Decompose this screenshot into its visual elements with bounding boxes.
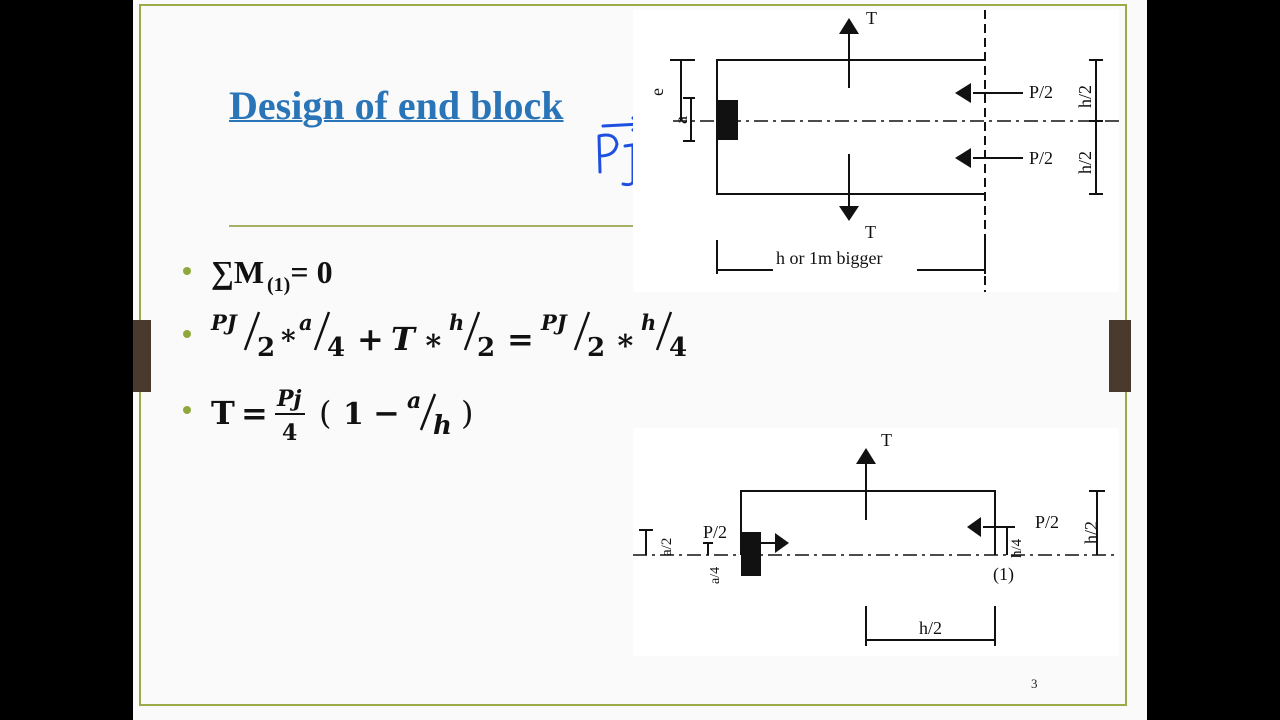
arrowhead [775, 533, 789, 553]
label-section: (1) [993, 564, 1014, 585]
label-dim-a: a [671, 116, 691, 124]
end-block-diagram-2: T P/2 P/2 (1) h/2 a/2 a/4 h/4 h/2 [633, 428, 1119, 656]
eq3-one: 1 [343, 397, 364, 432]
eq2-star2: ∗ [423, 323, 444, 358]
equation-tension: T = Pj 4 ( 1 − a h ) [211, 382, 511, 460]
eq2-term1-numerator: PJ [210, 310, 239, 335]
arrowhead [856, 448, 876, 464]
eq2-star3: ∗ [615, 323, 636, 358]
eq2-plus: + [357, 320, 384, 358]
label-length: h/2 [919, 618, 942, 638]
eq2-term2-denominator: 4 [327, 333, 345, 363]
label-load-top: P/2 [1029, 82, 1053, 102]
equation-moment-balance-svg: PJ 2 * a 4 + T ∗ h 2 = PJ 2 ∗ h 4 [210, 310, 687, 363]
eq3-denominator-h: h [433, 411, 452, 441]
label-dim-a2: a/2 [659, 538, 675, 556]
eq3-fraction-denominator: 4 [282, 420, 297, 446]
anchor-plate [717, 100, 738, 140]
label-load-right: P/2 [1035, 512, 1059, 532]
eq2-term4-numerator: PJ [540, 310, 569, 335]
label-load-bottom: P/2 [1029, 148, 1053, 168]
bullet-dot [183, 267, 191, 275]
arrowhead [967, 517, 981, 537]
sum-symbol: ∑M [211, 254, 265, 290]
eq2-slash [573, 311, 591, 351]
bullet-dot [183, 330, 191, 338]
equation-tension-svg: T = Pj 4 ( 1 − a h ) [211, 386, 473, 446]
label-dim-a4: a/4 [708, 567, 723, 584]
equation-rhs: = 0 [290, 254, 333, 290]
page-number: 3 [1031, 676, 1038, 691]
eq2-term3-numerator: h [449, 310, 464, 335]
right-tab-decoration [1109, 320, 1131, 392]
eq3-minus: − [373, 394, 400, 432]
end-block-diagram-1-svg: T T P/2 P/2 h or 1m bigger e a h/2 h/2 [647, 8, 1119, 292]
block-outline [740, 490, 996, 555]
label-tension-top: T [866, 10, 877, 28]
label-dim-h2-top: h/2 [1075, 85, 1095, 108]
eq2-slash [463, 311, 481, 351]
bullet-dot [183, 406, 191, 414]
label-tension-bottom: T [865, 222, 876, 242]
eq2-term4-denominator: 2 [587, 333, 605, 363]
arrowhead [839, 18, 859, 34]
eq2-slash [655, 311, 673, 351]
end-block-diagram-1: T T P/2 P/2 h or 1m bigger e a h/2 h/2 [633, 8, 1119, 292]
eq2-slash [243, 311, 261, 351]
end-block-diagram-2-svg: T P/2 P/2 (1) h/2 a/2 a/4 h/4 h/2 [633, 430, 1119, 646]
moment-subscript: (1) [267, 274, 291, 296]
label-length: h or 1m bigger [776, 248, 882, 268]
eq3-fraction-numerator: Pj [276, 386, 302, 412]
eq3-tension: T [211, 394, 235, 432]
label-dim-h4: h/4 [1009, 538, 1025, 558]
equation-moment-sum: ∑M(1)= 0 [211, 254, 333, 297]
label-tension: T [881, 430, 892, 450]
eq2-term3-denominator: 2 [477, 333, 495, 363]
eq2-term1-denominator: 2 [257, 333, 275, 363]
eq3-numerator-a: a [407, 388, 421, 414]
slide: Design of end block ∑M(1)= 0 PJ 2 * a 4 … [133, 0, 1147, 720]
title-divider [229, 225, 634, 227]
eq3-open-paren: ( [319, 394, 331, 432]
label-dim-h2-bottom: h/2 [1075, 151, 1095, 174]
arrowhead [839, 206, 859, 221]
label-dim-e: e [647, 88, 667, 96]
eq2-star1: * [281, 324, 296, 357]
eq2-tension: T [391, 320, 417, 358]
slide-title: Design of end block [229, 83, 564, 128]
label-dim-h2: h/2 [1081, 521, 1101, 544]
equation-moment-balance: PJ 2 * a 4 + T ∗ h 2 = PJ 2 ∗ h 4 [210, 306, 731, 374]
arrowhead [955, 83, 971, 103]
eq3-close-paren: ) [461, 394, 473, 432]
eq2-equals: = [507, 320, 534, 358]
eq3-slash [419, 393, 437, 431]
block-outline [716, 59, 985, 195]
eq3-equals: = [241, 394, 268, 432]
eq2-term2-numerator: a [299, 310, 313, 335]
label-load-left: P/2 [703, 522, 727, 542]
anchor-plate [741, 532, 761, 576]
eq2-term5-denominator: 4 [669, 333, 687, 363]
eq2-term5-numerator: h [641, 310, 656, 335]
arrowhead [955, 148, 971, 168]
left-tab-decoration [133, 320, 151, 392]
eq2-slash [313, 311, 331, 351]
